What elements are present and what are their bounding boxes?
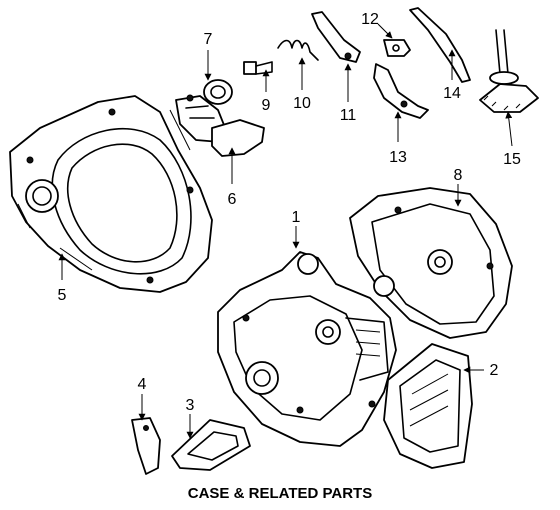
callout-15: 15 bbox=[503, 151, 521, 168]
callout-8: 8 bbox=[454, 167, 463, 184]
filter-plate-part bbox=[171, 419, 251, 471]
callout-14: 14 bbox=[443, 85, 461, 102]
sector-gear-part bbox=[479, 29, 539, 113]
diagram-caption: CASE & RELATED PARTS bbox=[188, 485, 372, 502]
spring-part bbox=[277, 39, 319, 61]
callout-6: 6 bbox=[228, 191, 237, 208]
transmission-case-part bbox=[217, 251, 397, 447]
bolt-part bbox=[243, 61, 273, 75]
gasket-part bbox=[131, 417, 161, 475]
callout-10: 10 bbox=[293, 95, 311, 112]
side-cover-part bbox=[349, 187, 513, 339]
detent-lever-part bbox=[373, 63, 429, 119]
side-pan-part bbox=[383, 343, 473, 469]
callout-9: 9 bbox=[262, 97, 271, 114]
callout-11: 11 bbox=[340, 107, 357, 124]
callout-2: 2 bbox=[490, 362, 499, 379]
leader-lines bbox=[58, 23, 513, 439]
bell-housing-part bbox=[9, 95, 213, 293]
bracket-part bbox=[383, 39, 411, 57]
bearing-part bbox=[203, 79, 233, 105]
lever-part bbox=[311, 11, 361, 63]
callout-5: 5 bbox=[58, 287, 67, 304]
callout-3: 3 bbox=[186, 397, 195, 414]
callout-1: 1 bbox=[292, 209, 301, 226]
callout-4: 4 bbox=[138, 376, 147, 393]
callout-13: 13 bbox=[389, 149, 407, 166]
callout-12: 12 bbox=[361, 11, 379, 28]
bearing-retainer-part bbox=[175, 94, 265, 157]
callout-7: 7 bbox=[204, 31, 213, 48]
shift-rod-part bbox=[409, 7, 471, 83]
